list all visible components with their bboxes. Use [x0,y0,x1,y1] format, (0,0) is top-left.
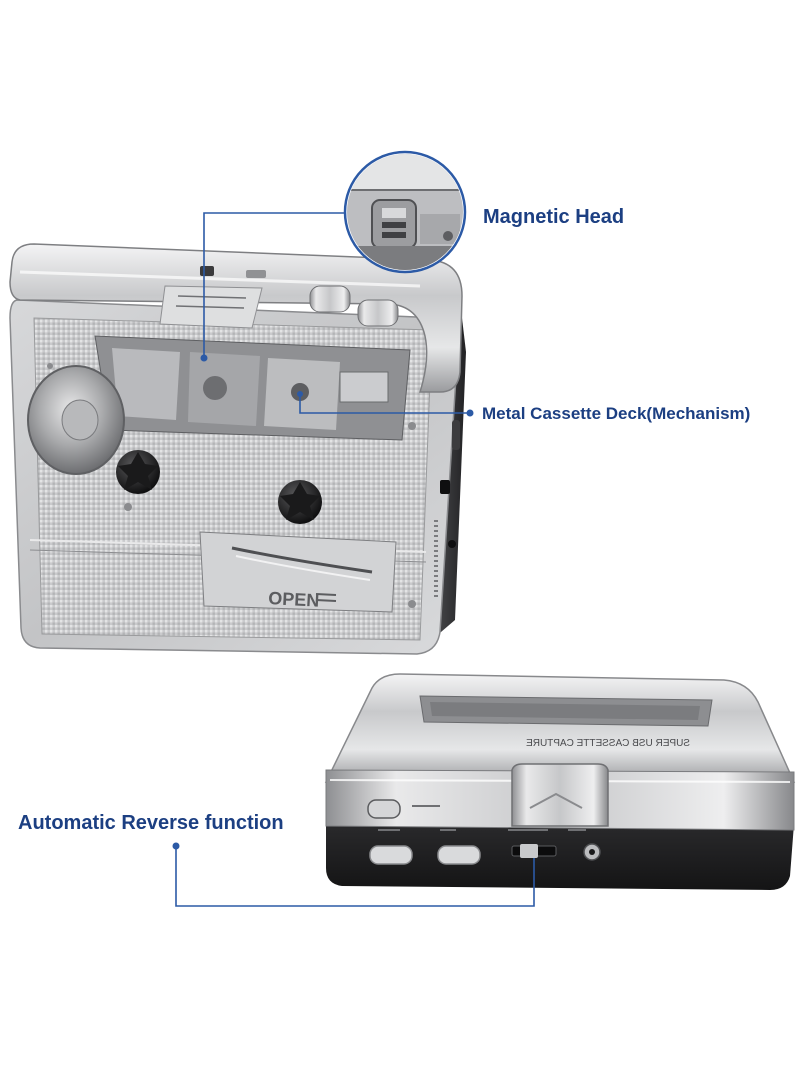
top-label-text: SUPER USB CASSETTE CAPTURE [526,738,690,749]
reverse-leader [175,848,535,907]
automatic-reverse-callout: Automatic Reverse function [18,812,284,834]
callout-lines [172,212,535,907]
cassette-player-front: OPEN [9,243,466,655]
speaker-grille [27,365,125,475]
deck-leader-dot [466,409,474,417]
cassette-player-rear: SUPER USB CASSETTE CAPTURE [324,673,796,890]
deck-leader-start-dot [297,391,303,397]
magnetic-head-leader [203,212,346,356]
magnetic-head-leader-dot [200,354,208,362]
reel-knob [116,450,160,494]
metal-cassette-deck-callout: Metal Cassette Deck(Mechanism) [482,404,751,423]
open-door-label: OPEN [268,588,320,611]
deck-leader [299,394,470,414]
magnetic-head-zoom [343,150,467,274]
reel-knob [278,480,322,524]
reverse-leader-dot [172,842,180,850]
magnetic-head-callout: Magnetic Head [483,206,625,228]
reverse-switch [511,844,557,858]
mechanism-area [94,335,411,441]
